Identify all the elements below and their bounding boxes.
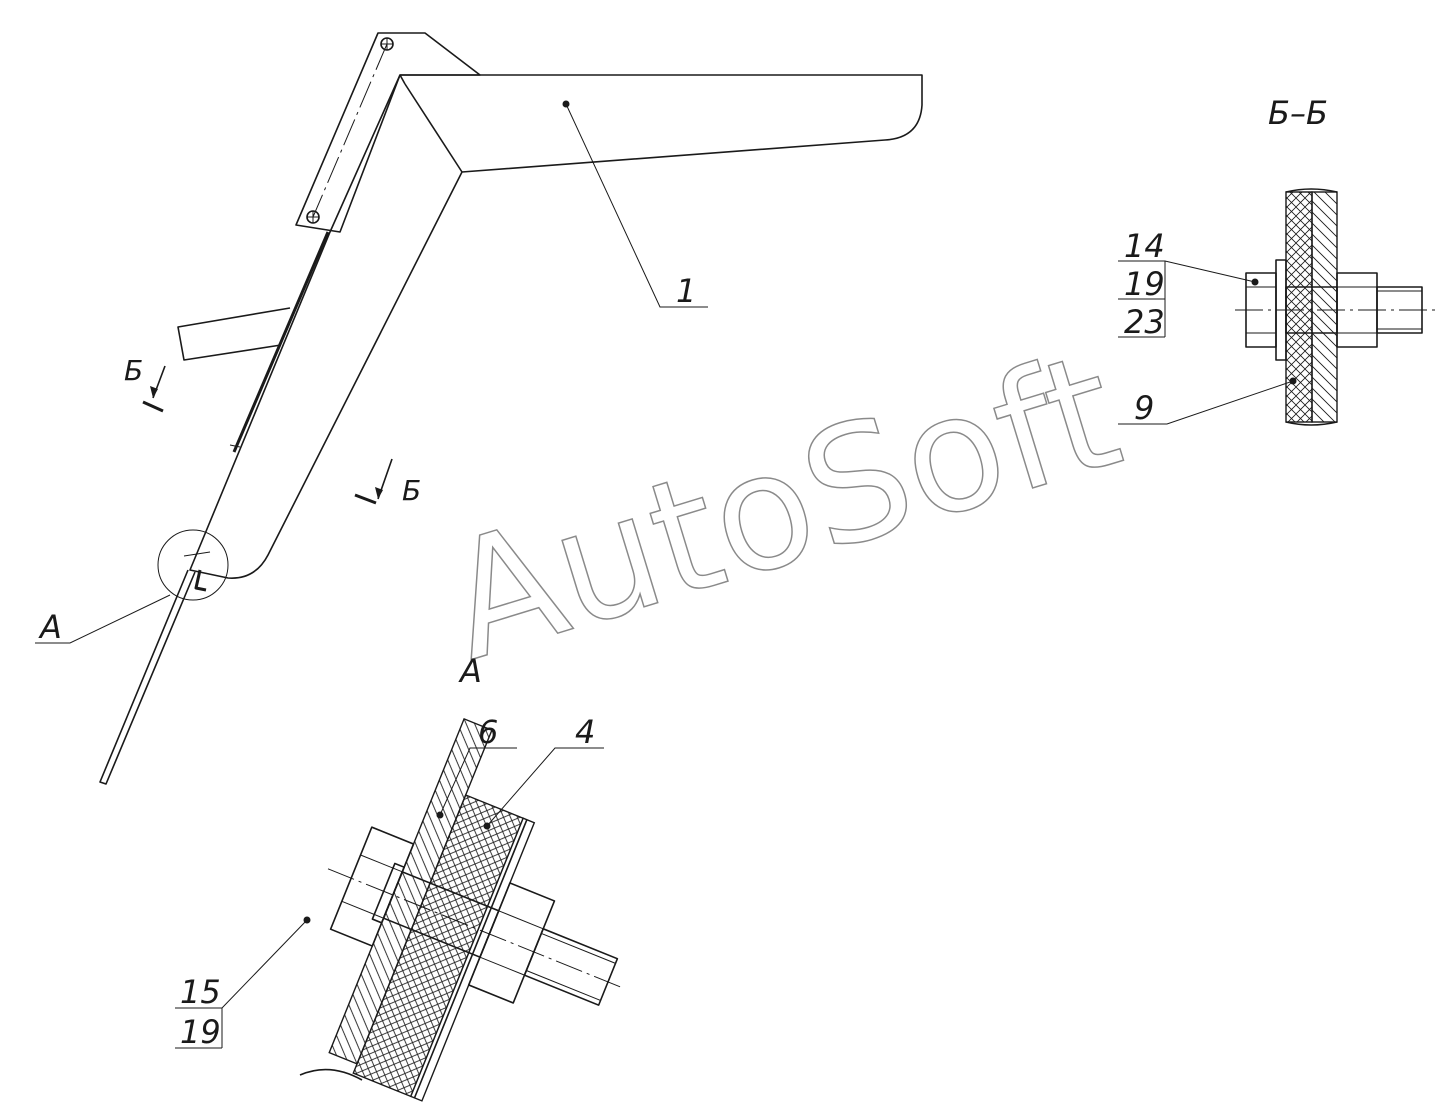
watermark: AutoSoft xyxy=(426,316,1139,697)
pos-6-leader xyxy=(439,747,517,816)
pos-1-label: 1 xyxy=(676,272,696,310)
cut-b-lower-label: Б xyxy=(402,474,421,507)
pos-23-label: 23 xyxy=(1124,303,1165,341)
cut-b-upper-label: Б xyxy=(124,354,143,387)
main-view: А 1 Б Б xyxy=(35,32,923,785)
detail-axis xyxy=(327,868,625,990)
bb-hatch-plate xyxy=(1311,191,1338,423)
pos-19-bottom-label: 19 xyxy=(180,1013,221,1051)
pos-1-leader xyxy=(565,103,708,308)
detail-a-circle xyxy=(157,529,229,601)
bracket-axis xyxy=(312,43,388,218)
small-l-bracket xyxy=(194,569,207,592)
watermark-text: AutoSoft xyxy=(426,317,1138,697)
main-body xyxy=(189,74,923,579)
detail-a: А 6 4 xyxy=(175,652,625,1102)
pos-9-leader xyxy=(1118,380,1294,425)
hole-bottom xyxy=(306,210,320,224)
section-bb-title: Б–Б xyxy=(1268,94,1328,132)
main-body-inner-edge xyxy=(404,83,463,173)
cut-mark-upper: Б xyxy=(124,354,166,413)
view-a-leader xyxy=(35,594,171,644)
pos-4-label: 4 xyxy=(575,713,595,751)
pos-6-label: 6 xyxy=(478,713,498,751)
view-a-callout: А xyxy=(38,608,62,646)
main-body-top-bevel xyxy=(399,74,406,85)
pos-9-label: 9 xyxy=(1134,389,1154,427)
side-plate xyxy=(232,231,330,453)
hole-top xyxy=(380,37,394,51)
pos-15-label: 15 xyxy=(180,973,221,1011)
side-tab xyxy=(177,307,291,361)
cut-mark-lower: Б xyxy=(354,458,421,507)
detail-a-title: А xyxy=(458,652,482,690)
pos-19-top-label: 19 xyxy=(1124,265,1165,303)
lower-rod xyxy=(99,569,196,785)
section-bb: Б–Б 14 19 23 9 xyxy=(1118,94,1435,427)
pos-14-label: 14 xyxy=(1124,227,1165,265)
pos-4-leader xyxy=(486,747,604,827)
top-bracket xyxy=(295,32,481,233)
bb-crosshatch-strip xyxy=(1285,191,1313,423)
